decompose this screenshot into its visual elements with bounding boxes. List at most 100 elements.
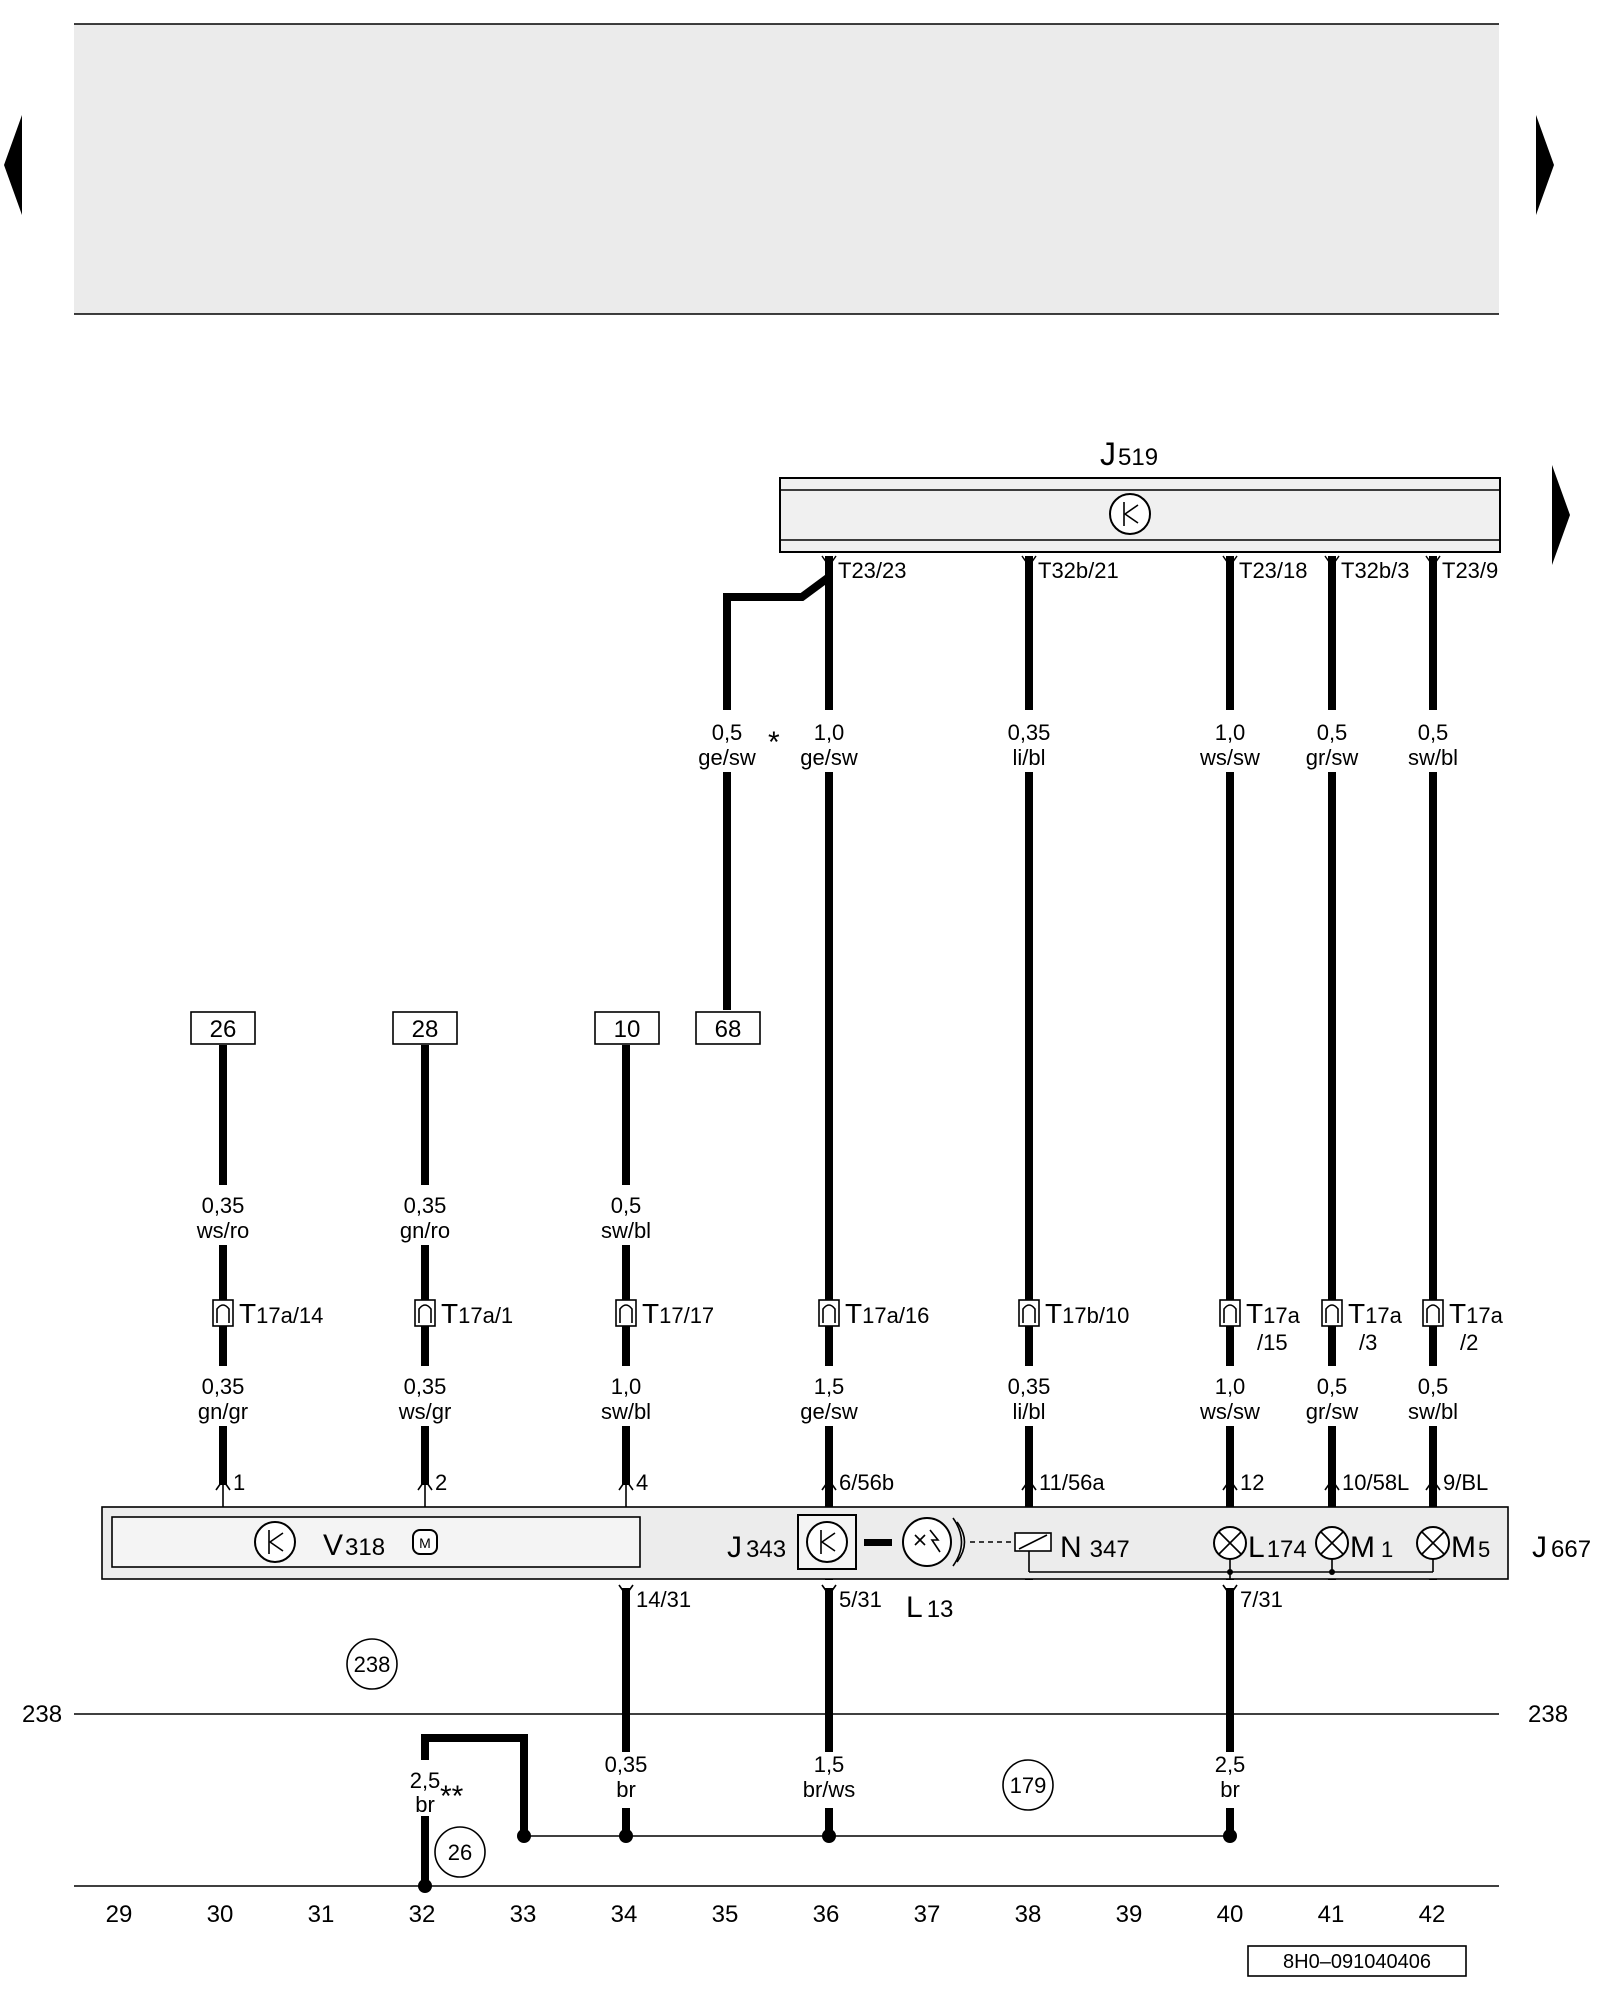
prev-page-arrow-icon[interactable]: [4, 115, 22, 215]
svg-text:26: 26: [448, 1840, 472, 1865]
svg-text:40: 40: [1217, 1901, 1244, 1928]
svg-text:10/58L: 10/58L: [1342, 1470, 1409, 1495]
ref-box-28: [392, 1011, 458, 1045]
svg-text:0,5: 0,5: [1317, 1374, 1348, 1399]
svg-text:1,0: 1,0: [1215, 1374, 1246, 1399]
circle-ref-26: [434, 1826, 486, 1878]
svg-text:1,0: 1,0: [814, 720, 845, 745]
svg-text:31: 31: [308, 1901, 335, 1928]
svg-text:238: 238: [22, 1701, 62, 1728]
column-numbers: 29 30 31 32 33 34 35 36 37 38 39 40 41 4…: [106, 1901, 1446, 1928]
svg-text:32: 32: [409, 1901, 436, 1928]
svg-text:2: 2: [435, 1470, 447, 1495]
svg-text:T17/17: T17/17: [642, 1298, 714, 1329]
circle-ref-238: [346, 1638, 398, 1690]
double-asterisk-note: **: [440, 1780, 464, 1813]
svg-text:br: br: [1220, 1777, 1240, 1802]
svg-text:29: 29: [106, 1901, 133, 1928]
svg-text:ws/ro: ws/ro: [196, 1218, 250, 1243]
svg-text:0,35: 0,35: [404, 1374, 447, 1399]
svg-text:ge/sw: ge/sw: [698, 745, 756, 770]
svg-text:0,5: 0,5: [1317, 720, 1348, 745]
circle-ref-179: [1002, 1759, 1054, 1811]
svg-text:68: 68: [715, 1016, 742, 1043]
continue-arrow-icon[interactable]: [1552, 465, 1570, 565]
svg-text:T17a: T17a: [1246, 1298, 1301, 1329]
svg-text:T17a/16: T17a/16: [845, 1298, 929, 1329]
next-page-arrow-icon[interactable]: [1536, 115, 1554, 215]
svg-text:7/31: 7/31: [1240, 1587, 1283, 1612]
svg-text:1,5: 1,5: [814, 1752, 845, 1777]
svg-text:1,5: 1,5: [814, 1374, 845, 1399]
svg-text:0,35: 0,35: [605, 1752, 648, 1777]
document-id: 8H0–091040406: [1283, 1951, 1431, 1973]
svg-text:sw/bl: sw/bl: [601, 1399, 651, 1424]
svg-text:0,35: 0,35: [202, 1193, 245, 1218]
svg-text:T17b/10: T17b/10: [1045, 1298, 1129, 1329]
xenon-lamp-icon: [902, 1517, 952, 1567]
svg-text:179: 179: [1010, 1773, 1047, 1798]
svg-text:34: 34: [611, 1901, 638, 1928]
svg-text:ge/sw: ge/sw: [800, 745, 858, 770]
svg-text:2,5: 2,5: [1215, 1752, 1246, 1777]
svg-text:gr/sw: gr/sw: [1306, 745, 1359, 770]
svg-text:li/bl: li/bl: [1012, 1399, 1045, 1424]
svg-text:4: 4: [636, 1470, 648, 1495]
reference-boxes: 26 28 10 68: [190, 1011, 761, 1045]
lower-wire-labels: 0,35 gn/gr 0,35 ws/gr 1,0 sw/bl 1,5 ge/s…: [180, 1366, 1476, 1426]
asterisk-note: *: [768, 726, 780, 759]
connector-symbols: [212, 1299, 1444, 1327]
svg-text:238: 238: [354, 1652, 391, 1677]
svg-text:T17a/1: T17a/1: [441, 1298, 513, 1329]
svg-text:0,5: 0,5: [611, 1193, 642, 1218]
svg-text:0,5: 0,5: [1418, 720, 1449, 745]
svg-text:gn/gr: gn/gr: [198, 1399, 248, 1424]
svg-text:26: 26: [210, 1016, 237, 1043]
svg-text:11/56a: 11/56a: [1039, 1470, 1105, 1495]
svg-text:gn/ro: gn/ro: [400, 1218, 450, 1243]
v318-box: [111, 1516, 641, 1568]
svg-text:sw/bl: sw/bl: [601, 1218, 651, 1243]
motor-icon: [412, 1529, 438, 1555]
svg-text:0,35: 0,35: [404, 1193, 447, 1218]
svg-text:38: 38: [1015, 1901, 1042, 1928]
svg-text:0,35: 0,35: [1008, 720, 1051, 745]
svg-text:14/31: 14/31: [636, 1587, 691, 1612]
term-t23-9: T23/9: [1442, 558, 1498, 583]
ref-box-68: [695, 1011, 761, 1045]
svg-text:5/31: 5/31: [839, 1587, 882, 1612]
term-t32b-21: T32b/21: [1038, 558, 1119, 583]
ref-box-10: [594, 1011, 660, 1045]
svg-text:br: br: [616, 1777, 636, 1802]
svg-text:0,35: 0,35: [1008, 1374, 1051, 1399]
svg-text:35: 35: [712, 1901, 739, 1928]
svg-text:0,35: 0,35: [202, 1374, 245, 1399]
ground-labels: 14/31 5/31 7/31 238 238 238 179 26 2,5 b…: [22, 1587, 1568, 1878]
svg-text:2,5: 2,5: [410, 1768, 441, 1793]
svg-text:10: 10: [614, 1016, 641, 1043]
control-unit-icon: [1109, 493, 1151, 535]
svg-text:li/bl: li/bl: [1012, 745, 1045, 770]
v318-control-icon: [254, 1521, 296, 1563]
svg-text:gr/sw: gr/sw: [1306, 1399, 1359, 1424]
svg-text:36: 36: [813, 1901, 840, 1928]
svg-text:br/ws: br/ws: [803, 1777, 856, 1802]
svg-text:41: 41: [1318, 1901, 1345, 1928]
svg-text:ws/sw: ws/sw: [1199, 1399, 1260, 1424]
svg-text:28: 28: [412, 1016, 439, 1043]
svg-text:br: br: [415, 1792, 435, 1817]
upper-wires: [723, 556, 1437, 1580]
svg-text:1,0: 1,0: [1215, 720, 1246, 745]
document-id-box: [1247, 1945, 1467, 1977]
svg-text:T17a: T17a: [1348, 1298, 1403, 1329]
ground-wires: [74, 1584, 1499, 1893]
svg-text:1,0: 1,0: [611, 1374, 642, 1399]
svg-text:6/56b: 6/56b: [839, 1470, 894, 1495]
svg-text:33: 33: [510, 1901, 537, 1928]
svg-text:sw/bl: sw/bl: [1408, 745, 1458, 770]
term-t23-23: T23/23: [838, 558, 907, 583]
left-upper-labels: 0,35 ws/ro 0,35 gn/ro 0,5 sw/bl: [180, 1185, 670, 1245]
ref-box-26: [190, 1011, 256, 1045]
svg-text:T17a/14: T17a/14: [239, 1298, 323, 1329]
